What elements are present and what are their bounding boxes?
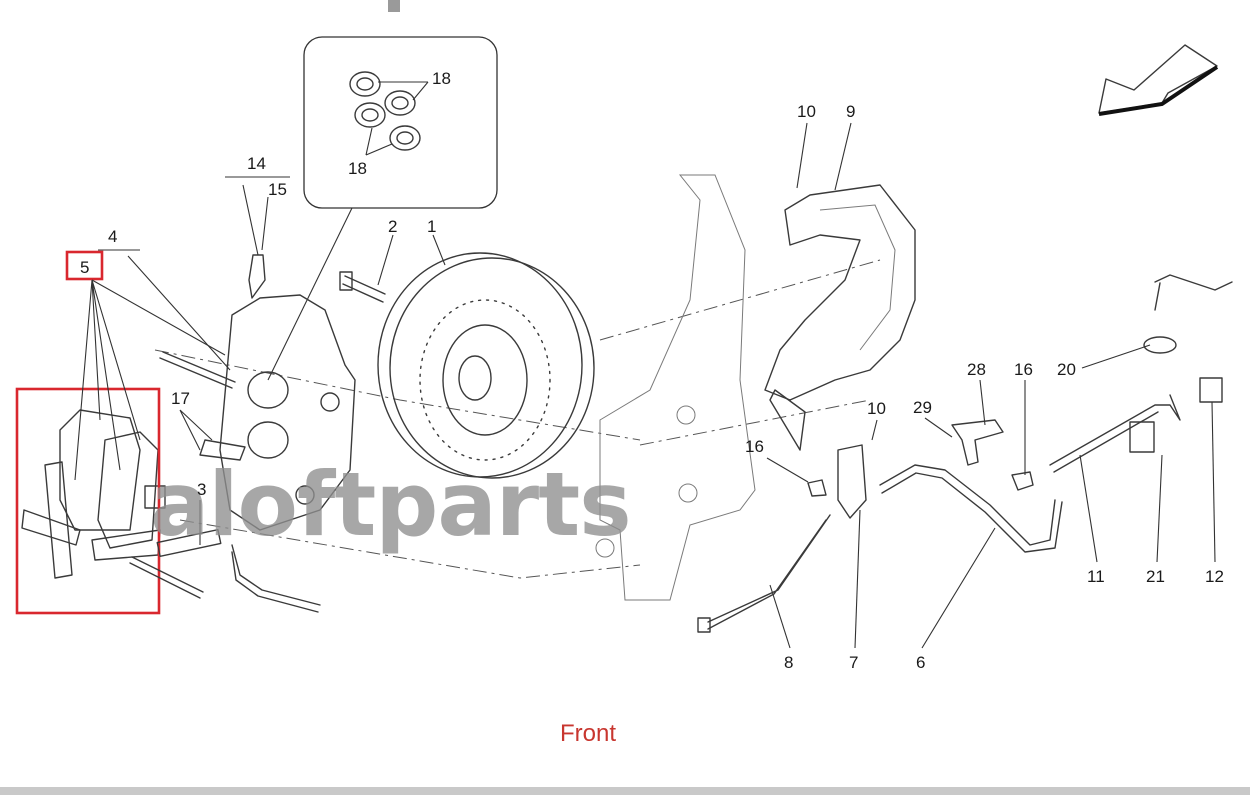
label-28: 28: [967, 360, 986, 379]
brake-pads: [21, 409, 166, 579]
callout-labels: 1 2 3 4 5 6 7 8 9 10 10 11 12 14 15 16 1…: [80, 69, 1224, 672]
label-3: 3: [197, 480, 206, 499]
label-15: 15: [268, 180, 287, 199]
label-16-right: 16: [1014, 360, 1033, 379]
brake-caliper: [199, 294, 356, 531]
seal-inset: [267, 36, 498, 381]
label-16-left: 16: [745, 437, 764, 456]
label-18-bottom: 18: [348, 159, 367, 178]
label-7: 7: [849, 653, 858, 672]
assembly-axes: [154, 259, 881, 579]
brake-disc: [377, 252, 595, 479]
top-marker: [388, 0, 400, 12]
label-29: 29: [913, 398, 932, 417]
label-1: 1: [427, 217, 436, 236]
label-5: 5: [80, 258, 89, 277]
label-6: 6: [916, 653, 925, 672]
leader-lines: [74, 122, 1216, 649]
label-10-top: 10: [797, 102, 816, 121]
watermark: aloftparts: [150, 453, 631, 556]
direction-arrow-icon: [1098, 44, 1219, 116]
label-12: 12: [1205, 567, 1224, 586]
label-5-highlight-box: [65, 250, 104, 281]
pads-highlight-box: [15, 387, 161, 615]
label-9: 9: [846, 102, 855, 121]
label-4: 4: [108, 227, 117, 246]
label-17: 17: [171, 389, 190, 408]
steering-knuckle: [595, 174, 756, 601]
label-18-top: 18: [432, 69, 451, 88]
front-caption: Front: [560, 720, 616, 747]
label-21: 21: [1146, 567, 1165, 586]
label-2: 2: [388, 217, 397, 236]
bolts: [129, 254, 386, 599]
brake-hoses: [697, 274, 1233, 633]
label-10-bottom: 10: [867, 399, 886, 418]
label-8: 8: [784, 653, 793, 672]
label-20: 20: [1057, 360, 1076, 379]
label-11: 11: [1087, 567, 1105, 586]
bottom-border: [0, 787, 1250, 795]
brake-line-short: [231, 544, 321, 613]
label-14: 14: [247, 154, 266, 173]
dust-shield: [764, 184, 916, 451]
